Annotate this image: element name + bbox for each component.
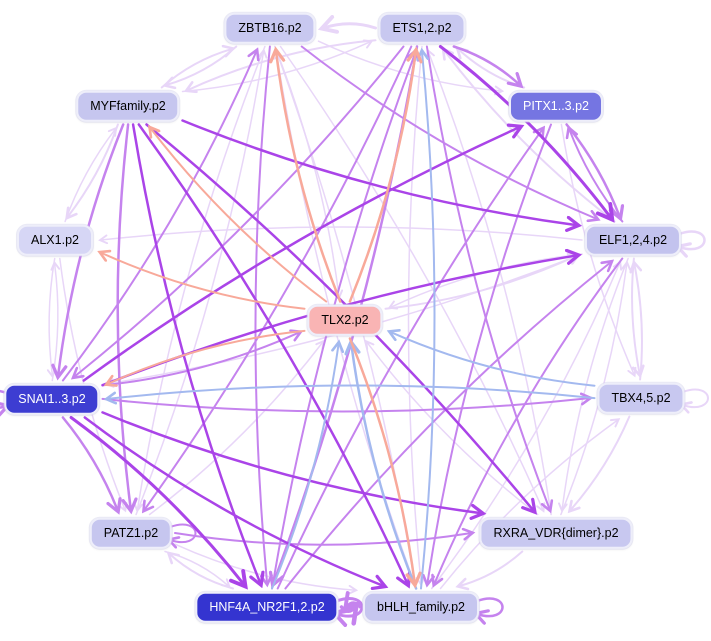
edge (116, 123, 131, 510)
node-label: MYFfamily.p2 (90, 98, 166, 113)
edge (166, 45, 238, 86)
edge (144, 45, 413, 511)
node-ets12[interactable]: ETS1,2.p2 (378, 12, 466, 44)
node-label: PATZ1.p2 (103, 525, 159, 540)
edge (347, 603, 361, 607)
edge (101, 332, 300, 387)
edge (444, 50, 616, 223)
edge (254, 45, 269, 584)
edge (569, 129, 624, 223)
edge (174, 533, 472, 546)
edge (351, 343, 418, 590)
edge (101, 253, 306, 310)
node-label: TLX2.p2 (321, 312, 369, 327)
edge (427, 123, 552, 584)
edge (300, 45, 597, 220)
edge (428, 51, 552, 516)
edge (69, 416, 244, 586)
edge (74, 45, 405, 378)
edge (367, 342, 539, 516)
node-label: SNAI1..3.p2 (18, 391, 86, 406)
edge (101, 411, 482, 513)
edge (101, 398, 590, 413)
edge (477, 597, 504, 617)
node-label: TBX4,5.p2 (611, 390, 671, 405)
node-label: HNF4A_NR2F1,2.p2 (209, 599, 325, 614)
edge (679, 230, 706, 250)
edge (137, 45, 266, 510)
node-myffamily[interactable]: MYFfamily.p2 (76, 90, 180, 122)
edge (683, 388, 709, 408)
edge (390, 332, 596, 387)
edge (107, 329, 306, 384)
edge (150, 128, 328, 303)
node-pitx13[interactable]: PITX1..3.p2 (508, 90, 604, 122)
edge (137, 123, 408, 585)
node-elf124[interactable]: ELF1,2,4.p2 (584, 224, 682, 256)
node-label: ELF1,2,4.p2 (598, 232, 668, 247)
edge (407, 45, 422, 584)
node-tlx2[interactable]: TLX2.p2 (307, 304, 383, 336)
node-label: RXRA_VDR{dimer}.p2 (493, 525, 619, 540)
edge (342, 607, 356, 611)
edge (425, 45, 550, 510)
edge (430, 263, 620, 590)
edge (434, 257, 624, 585)
node-label: ETS1,2.p2 (392, 20, 452, 35)
edge (160, 49, 232, 89)
edge (164, 550, 229, 587)
edge (52, 264, 58, 382)
edge (68, 123, 119, 218)
edge (148, 342, 323, 516)
node-patz1[interactable]: PATZ1.p2 (89, 517, 173, 549)
edge (421, 52, 436, 590)
edge (348, 51, 416, 303)
edge (135, 51, 264, 516)
edge (61, 416, 118, 511)
node-hnf4a-nr2f12[interactable]: HNF4A_NR2F1,2.p2 (195, 591, 339, 623)
edge (61, 51, 257, 382)
node-label: ALX1.p2 (31, 232, 79, 247)
edge (337, 597, 364, 617)
node-label: ZBTB16.p2 (238, 20, 302, 35)
edge (108, 384, 596, 398)
edge (131, 123, 260, 584)
edge (631, 257, 640, 375)
node-rxra-vdr-dimer[interactable]: RXRA_VDR{dimer}.p2 (479, 517, 633, 549)
node-label: PITX1..3.p2 (522, 98, 590, 113)
edge (348, 337, 415, 584)
edge (170, 523, 197, 543)
edge (452, 45, 520, 86)
node-tbx45[interactable]: TBX4,5.p2 (597, 382, 685, 414)
edge (279, 45, 544, 511)
edge (459, 550, 524, 587)
node-zbtb16[interactable]: ZBTB16.p2 (224, 12, 316, 44)
edge (284, 262, 611, 590)
edge (82, 127, 520, 382)
edge (49, 257, 55, 376)
edge (562, 257, 629, 510)
edge (438, 45, 611, 219)
node-bhlh-family[interactable]: bHLH_family.p2 (362, 591, 480, 623)
edge (181, 119, 578, 226)
edge (324, 24, 377, 28)
edge (390, 253, 583, 307)
node-snai13[interactable]: SNAI1..3.p2 (4, 383, 100, 415)
edge (64, 129, 115, 223)
node-alx1[interactable]: ALX1.p2 (17, 224, 93, 256)
edge (101, 226, 583, 240)
node-label: bHLH_family.p2 (376, 599, 466, 614)
edge (271, 343, 339, 590)
edge (276, 129, 543, 590)
edge (83, 416, 384, 587)
edge (570, 415, 631, 511)
edge (276, 51, 342, 303)
